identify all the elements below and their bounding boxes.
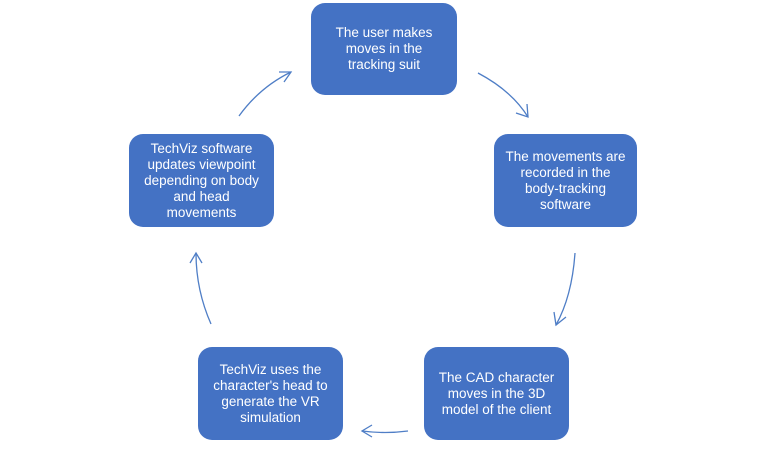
step-box-movements-recorded: The movements are recorded in the body-t… [494,134,637,227]
arrowhead-step2-to-step3 [553,311,567,327]
step-box-user-moves: The user makes moves in the tracking sui… [311,3,457,95]
arrow-step2-to-step3 [555,252,576,326]
arrow-step4-to-step5 [195,252,212,325]
step-box-cad-character-moves: The CAD character moves in the 3D model … [424,347,569,440]
step-box-vr-simulation: TechViz uses the character's head to gen… [198,347,343,440]
step-box-viewpoint-update: TechViz software updates viewpoint depen… [129,134,274,227]
arrowhead-step1-to-step2 [515,103,529,118]
arrow-step1-to-step2 [477,72,529,118]
arrowhead-step3-to-step4 [360,424,373,438]
step-label: The movements are recorded in the body-t… [505,148,626,212]
arrow-step3-to-step4 [361,430,409,434]
step-label: TechViz uses the character's head to gen… [213,361,328,425]
arrow-step5-to-step1 [238,71,292,117]
step-label: TechViz software updates viewpoint depen… [144,140,259,220]
step-label: The user makes moves in the tracking sui… [335,25,433,72]
arrowhead-step5-to-step1 [279,71,293,83]
step-label: The CAD character moves in the 3D model … [438,369,555,417]
arrowhead-step4-to-step5 [189,251,203,264]
